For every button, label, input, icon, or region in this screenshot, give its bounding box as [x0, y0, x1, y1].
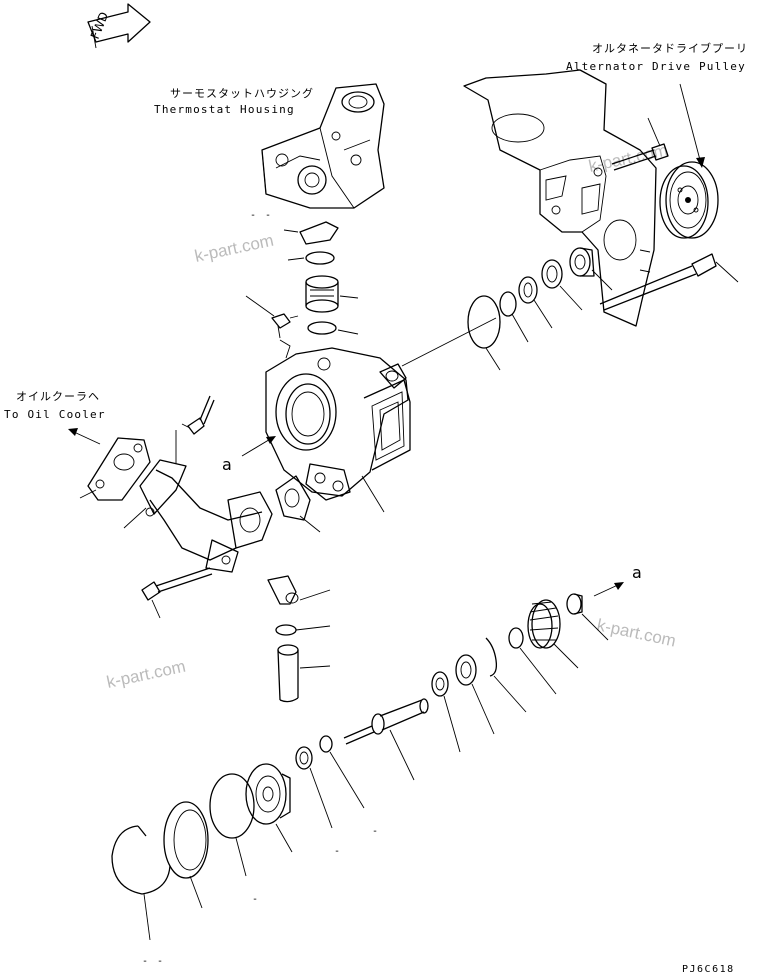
fwd-label: FWD	[88, 10, 111, 41]
svg-text:a: a	[632, 563, 642, 582]
alternator-pulley-en-label: Alternator Drive Pulley	[566, 60, 746, 73]
view-mark-right: a	[593, 563, 642, 597]
thermostat-lower-ring	[307, 321, 337, 335]
snap-ring-large	[111, 825, 171, 895]
housing-gasket	[275, 475, 311, 521]
lower-bearing-ring	[508, 627, 524, 649]
drive-hub	[569, 247, 595, 277]
water-pump-housing	[265, 347, 411, 501]
oil-cooler-arrow-icon	[68, 428, 101, 445]
alternator-drive-pulley	[659, 161, 719, 239]
watermark-4: k-part.com	[595, 615, 677, 650]
air-bleed-plug	[271, 313, 299, 339]
lower-spacer	[431, 671, 449, 697]
pump-shaft	[343, 698, 429, 745]
pipe-mounting-bolt-lower	[141, 567, 213, 601]
to-oil-cooler-jp-label: オイルクーラヘ	[16, 390, 100, 403]
upper-bearing-2	[518, 276, 538, 304]
fwd-arrow-icon: FWD	[87, 3, 151, 49]
impeller	[245, 763, 291, 825]
watermarks: k-part.com k-part.com k-part.com k-part.…	[105, 141, 678, 692]
thermostat-housing-en-label: Thermostat Housing	[154, 103, 295, 116]
drawing-code: PJ6C618	[682, 964, 735, 975]
oil-cooler-pipe	[87, 437, 273, 573]
lower-bearing	[455, 654, 477, 686]
view-mark-left: a	[222, 436, 276, 474]
seal-washer	[319, 735, 333, 753]
hose-clamp	[275, 624, 297, 636]
snap-ring-small	[485, 637, 498, 677]
svg-text:-: -	[334, 846, 342, 857]
svg-text:-: -	[252, 894, 260, 905]
upper-bearing	[541, 259, 563, 289]
thermostat	[305, 275, 339, 313]
watermark-1: k-part.com	[193, 231, 275, 266]
alternator-pulley-jp-label: オルタネータドライブプーリ	[592, 41, 748, 55]
upper-spacer	[499, 291, 517, 317]
cover-o-ring	[209, 773, 255, 839]
to-oil-cooler-en-label: To Oil Cooler	[4, 408, 106, 421]
upper-o-ring	[467, 295, 501, 349]
pipe-mounting-bolt-upper	[187, 395, 215, 435]
svg-text:- -: - -	[250, 210, 273, 221]
svg-text:- -: - -	[142, 956, 165, 967]
thermostat-housing	[261, 83, 385, 209]
thermostat-seal-ring	[305, 251, 335, 265]
svg-text:a: a	[222, 455, 232, 474]
gear-collar	[566, 593, 583, 615]
elbow-fitting	[267, 575, 299, 605]
drive-gear	[527, 599, 561, 649]
watermark-3: k-part.com	[105, 657, 187, 692]
svg-text:-: -	[372, 826, 380, 837]
pulley-mounting-bolt	[599, 253, 717, 311]
mechanical-seal	[295, 746, 313, 770]
thermostat-gasket	[299, 221, 339, 245]
water-hose	[277, 644, 299, 703]
pump-cover-ring	[163, 801, 209, 879]
engine-front-cover	[463, 69, 657, 327]
thermostat-housing-jp-label: サーモスタットハウジング	[170, 86, 314, 100]
